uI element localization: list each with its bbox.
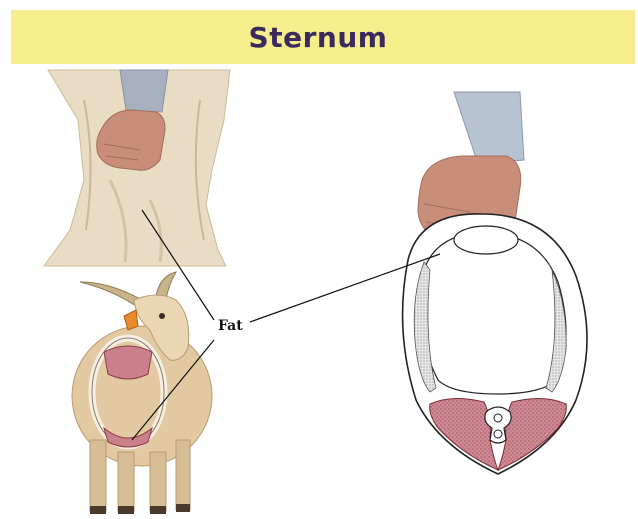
sternum-palpation-photo	[44, 70, 230, 266]
fat-label: Fat	[218, 318, 243, 334]
sternum-cross-section	[403, 214, 587, 474]
goat-illustration	[72, 272, 212, 514]
